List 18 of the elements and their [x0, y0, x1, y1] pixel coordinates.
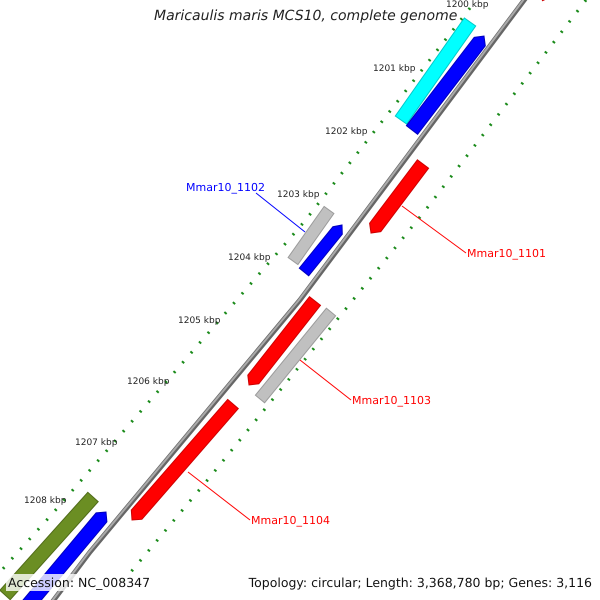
- gene-label: Mmar10_1102: [186, 181, 265, 194]
- gene-label: Mmar10_1103: [352, 394, 431, 407]
- gene-label: Mmar10_1104: [251, 514, 330, 527]
- leader-line: [402, 206, 466, 254]
- leader-line: [256, 192, 306, 232]
- leader-line: [188, 472, 250, 520]
- scale-label: 1207 kbp: [75, 438, 118, 448]
- leader-line: [300, 360, 352, 400]
- gene-arrow: [130, 398, 239, 521]
- scale-label: 1204 kbp: [228, 253, 270, 263]
- scale-label: 1208 kbp: [24, 496, 66, 506]
- gene-bar: [287, 206, 335, 266]
- gene-arrow: [369, 159, 430, 234]
- gene-label: Mmar10_1101: [467, 247, 546, 260]
- gene-bar: [254, 308, 336, 404]
- scale-label: 1200 kbp: [446, 0, 488, 10]
- title: Maricaulis maris MCS10, complete genome: [154, 8, 458, 24]
- scale-label: 1201 kbp: [373, 64, 416, 74]
